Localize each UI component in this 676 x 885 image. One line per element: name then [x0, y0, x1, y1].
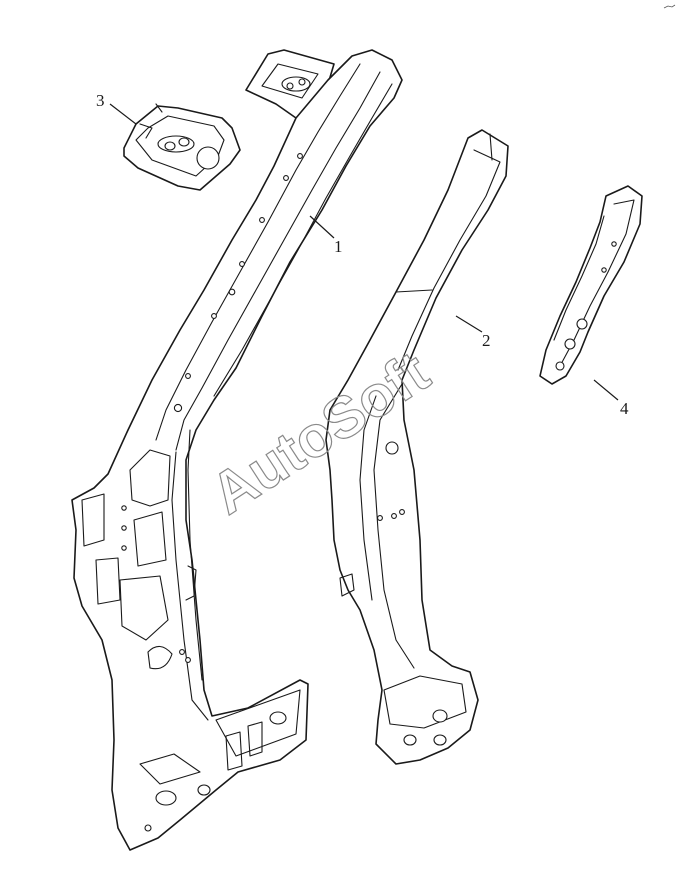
part-1-pillar-panel [71, 49, 403, 851]
part-3-bracket [123, 103, 241, 191]
callout-4: 4 [620, 399, 629, 418]
part-2-reinforcement [325, 129, 509, 765]
leader-line-3 [109, 103, 137, 125]
leader-line-2 [455, 315, 483, 333]
callout-2: 2 [482, 331, 491, 350]
callout-1: 1 [334, 237, 343, 256]
leader-line-4 [593, 379, 619, 401]
corner-mark [663, 4, 676, 9]
part-4-bracket-bar [539, 185, 643, 385]
callout-3: 3 [96, 91, 105, 110]
leader-line-1 [309, 215, 335, 239]
